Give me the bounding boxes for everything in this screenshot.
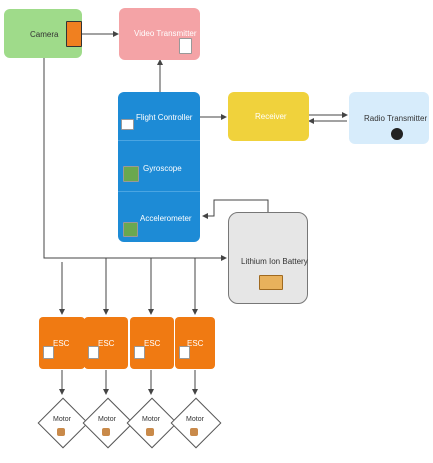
radio-transmitter-node: Radio Transmitter [349, 92, 429, 144]
esc-label: ESC [187, 339, 204, 348]
camera-label: Camera [30, 30, 59, 39]
battery-icon [259, 275, 283, 290]
esc-node: ESC [39, 317, 85, 369]
camera-node: Camera [4, 9, 82, 58]
video-transmitter-icon [179, 38, 192, 54]
video-transmitter-node: Video Transmitter [119, 8, 200, 60]
esc-icon [179, 346, 190, 359]
edge-camera-bus [43, 58, 227, 261]
motor-diamond [170, 397, 222, 449]
motor-node: Motor [37, 397, 89, 449]
radio-transmitter-label: Radio Transmitter [364, 114, 428, 123]
esc-label: ESC [98, 339, 115, 348]
camera-icon [66, 21, 82, 47]
esc-icon [43, 346, 54, 359]
receiver-node: Receiver [228, 92, 309, 141]
motor-icon [190, 428, 198, 436]
esc-icon [88, 346, 99, 359]
motor-label: Motor [186, 416, 204, 423]
motor-label: Motor [98, 416, 116, 423]
video-transmitter-label: Video Transmitter [134, 29, 197, 38]
radio-transmitter-icon [391, 128, 403, 140]
motor-node: Motor [82, 397, 134, 449]
gyroscope-icon [123, 166, 139, 182]
esc-node: ESC [175, 317, 215, 369]
esc-label: ESC [53, 339, 70, 348]
flight-controller-icon [121, 119, 134, 130]
motor-icon [102, 428, 110, 436]
esc-icon [134, 346, 145, 359]
flight-controller-label: Flight Controller [136, 113, 193, 122]
gyroscope-label: Gyroscope [143, 164, 182, 173]
motor-label: Motor [142, 416, 160, 423]
esc-node: ESC [84, 317, 128, 369]
accelerometer-label: Accelerometer [140, 214, 192, 223]
motor-icon [57, 428, 65, 436]
accelerometer-icon [123, 222, 138, 237]
esc-node: ESC [130, 317, 174, 369]
battery-label: Lithium Ion Battery [241, 257, 308, 266]
receiver-label: Receiver [255, 112, 287, 121]
flight-controller-node: Flight Controller Gyroscope Acceleromete… [118, 92, 200, 242]
motor-icon [146, 428, 154, 436]
motor-diamond [37, 397, 89, 449]
flight-divider-1 [118, 140, 200, 141]
battery-node: Lithium Ion Battery [228, 212, 308, 304]
motor-node: Motor [170, 397, 222, 449]
esc-label: ESC [144, 339, 161, 348]
motor-node: Motor [126, 397, 178, 449]
motor-label: Motor [53, 416, 71, 423]
flight-divider-2 [118, 191, 200, 192]
edge-battery-accelerometer [202, 199, 269, 219]
